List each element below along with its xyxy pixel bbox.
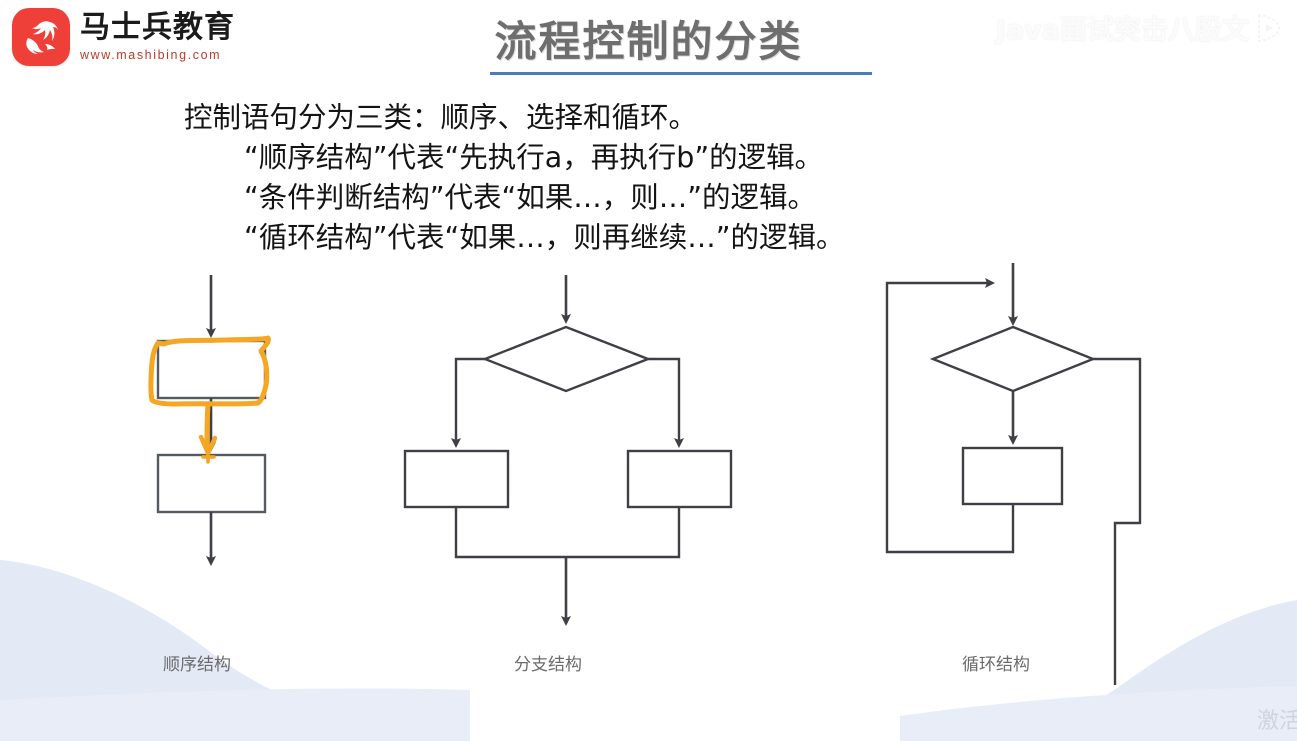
- flowchart-group: [148, 263, 1142, 685]
- brand-logo: 马士兵教育 www.mashibing.com: [12, 8, 235, 66]
- body-line-3: “条件判断结构”代表“如果…，则…”的逻辑。: [244, 181, 817, 214]
- page-title: 流程控制的分类: [494, 17, 803, 66]
- sequence-process-box-b: [156, 453, 267, 514]
- brand-url: www.mashibing.com: [80, 47, 222, 62]
- loop-decision-diamond: [929, 325, 1097, 393]
- brand-name: 马士兵教育: [80, 9, 235, 45]
- mashibing-horse-icon: [12, 8, 70, 66]
- branch-process-box-left: [403, 449, 510, 509]
- play-button-icon: [1258, 13, 1281, 42]
- title-underline: [490, 72, 872, 75]
- body-line-1: 控制语句分为三类：顺序、选择和循环。: [184, 101, 698, 134]
- caption-loop: 循环结构: [962, 655, 1030, 675]
- diagram-loop: [885, 263, 1142, 685]
- caption-branch: 分支结构: [514, 655, 582, 675]
- caption-sequence: 顺序结构: [163, 655, 231, 675]
- body-line-2: “顺序结构”代表“先执行a，再执行b”的逻辑。: [244, 141, 824, 174]
- loop-process-box: [961, 446, 1064, 506]
- orange-highlight-annotation: [148, 335, 271, 464]
- loop-exit-path: [1093, 357, 1142, 685]
- loop-feedback-path: [885, 278, 1015, 554]
- brand-logo-text: 马士兵教育 www.mashibing.com: [80, 9, 235, 62]
- branch-decision-diamond: [481, 325, 652, 393]
- body-text-block: 控制语句分为三类：顺序、选择和循环。 “顺序结构”代表“先执行a，再执行b”的逻…: [150, 98, 845, 258]
- course-watermark-text: Java面试突击八股文: [995, 15, 1249, 46]
- diagram-sequence: [148, 275, 271, 566]
- sequence-process-box-a: [156, 339, 267, 400]
- course-watermark: Java面试突击八股文: [996, 8, 1283, 47]
- branch-process-box-right: [626, 449, 733, 509]
- diagram-branch: [403, 275, 733, 626]
- activate-watermark: 激活: [1256, 709, 1297, 734]
- body-line-4: “循环结构”代表“如果…，则再继续…”的逻辑。: [244, 221, 845, 254]
